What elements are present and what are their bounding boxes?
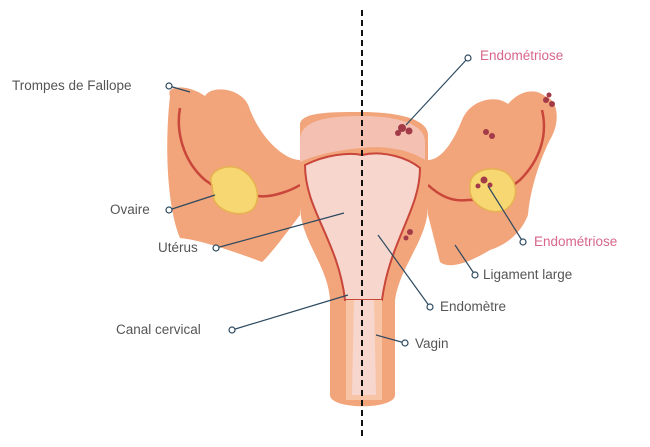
label-ovary: Ovaire bbox=[110, 202, 150, 217]
label-cervical-canal: Canal cervical bbox=[116, 322, 201, 337]
leader-lines bbox=[168, 57, 524, 344]
vagina-canal bbox=[352, 300, 376, 395]
label-broad-ligament: Ligament large bbox=[483, 267, 572, 282]
label-endometriosis-top: Endométriose bbox=[480, 48, 563, 63]
label-vagina: Vagin bbox=[415, 336, 449, 351]
uterus-wall bbox=[300, 116, 425, 162]
label-uterus: Utérus bbox=[158, 240, 198, 255]
label-endometriosis-right: Endométriose bbox=[534, 234, 617, 249]
endometriosis-lesions bbox=[395, 92, 555, 241]
leader-dots bbox=[165, 54, 527, 347]
left-ovary bbox=[210, 166, 259, 215]
uterine-cavity bbox=[303, 152, 422, 301]
label-fallopian-tubes: Trompes de Fallope bbox=[12, 78, 132, 93]
label-endometrium: Endomètre bbox=[440, 299, 506, 314]
